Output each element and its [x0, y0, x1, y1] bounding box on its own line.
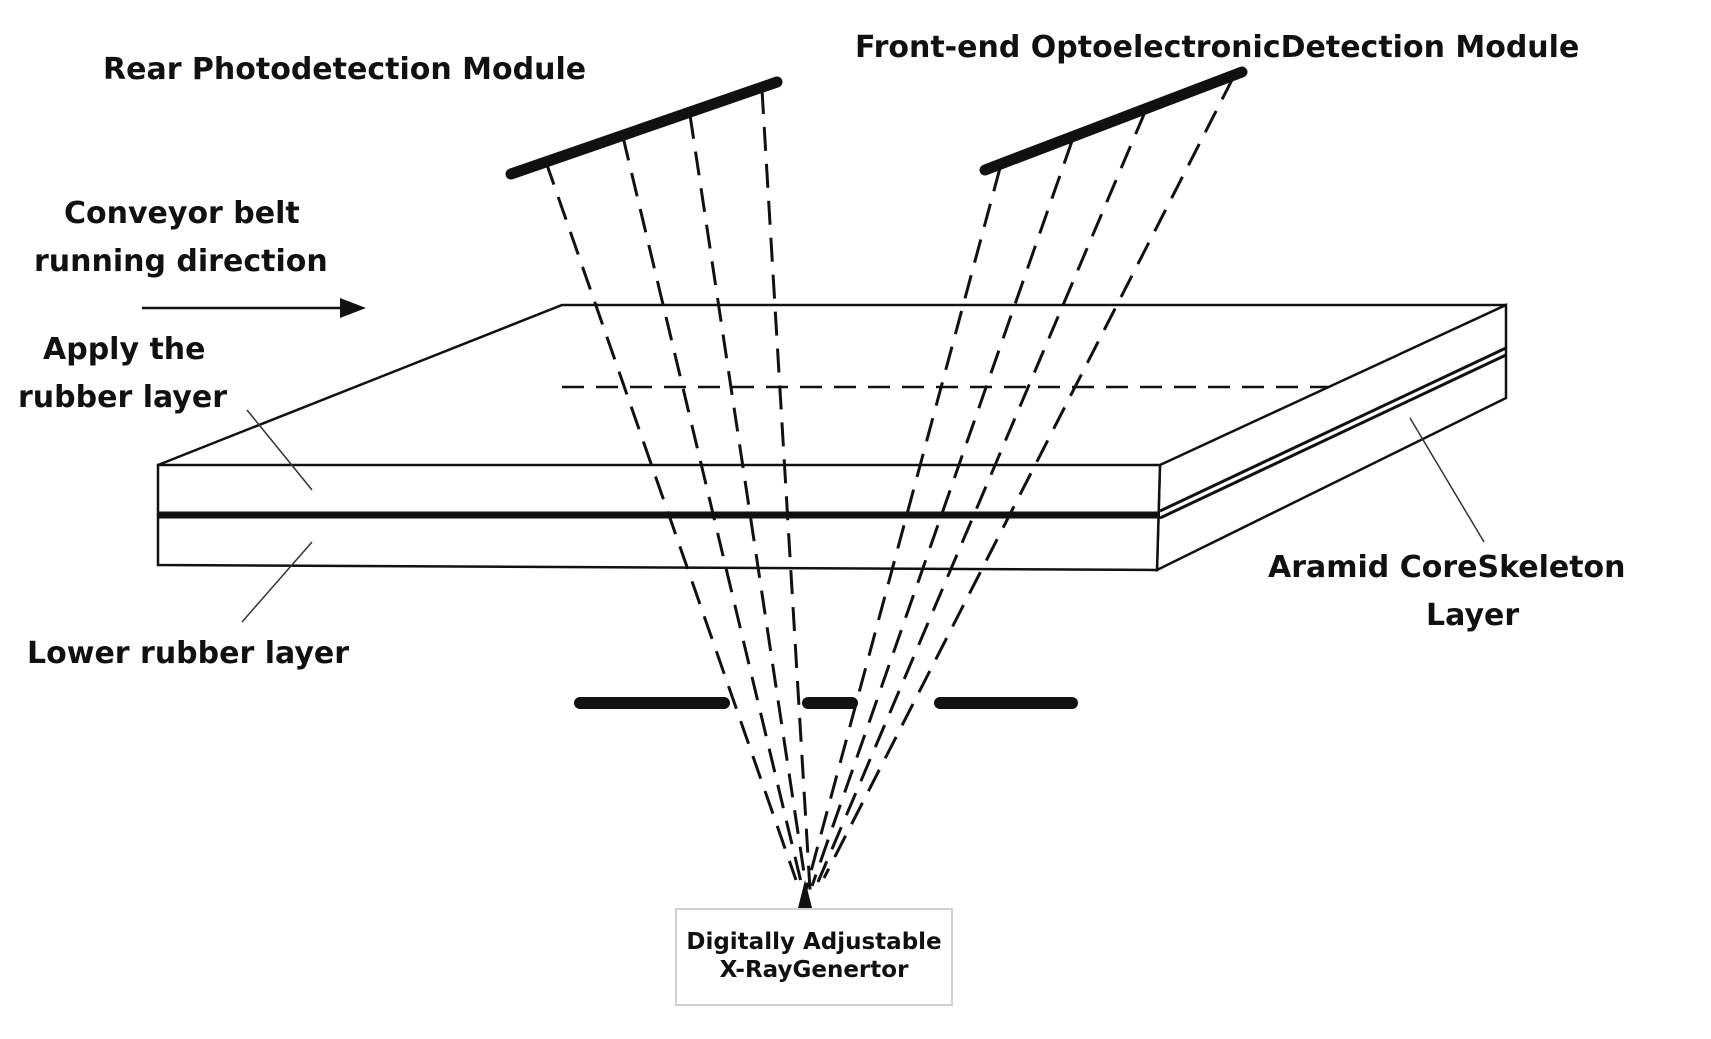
- lower-rubber-label: Lower rubber layer: [27, 636, 350, 671]
- rear-beam: [760, 89, 812, 891]
- aramid-label-line1: Aramid CoreSkeleton: [1268, 550, 1626, 585]
- aramid-core-side-a: [1159, 346, 1507, 513]
- upper-rubber-label-line2: rubber layer: [18, 380, 227, 415]
- upper-rubber-label-line1: Apply the: [43, 332, 206, 367]
- front-beam: [822, 77, 1235, 879]
- front-fan-beams: [804, 77, 1235, 891]
- front-beam: [804, 167, 1002, 891]
- rear-beam: [688, 114, 808, 887]
- front-beam: [810, 140, 1074, 887]
- leader-upper-rubber: [246, 409, 313, 491]
- generator-label-line2: X-RayGenertor: [719, 957, 909, 983]
- rear-module-label: Rear Photodetection Module: [103, 52, 587, 87]
- generator-label-line1: Digitally Adjustable: [686, 929, 942, 956]
- front-beam: [816, 111, 1147, 883]
- rear-detector-bar: [505, 76, 783, 180]
- leader-aramid: [1409, 417, 1485, 543]
- xray-source-point: [798, 880, 812, 908]
- rear-fan-beams: [544, 89, 812, 891]
- front-module-label: Front-end OptoelectronicDetection Module: [855, 30, 1580, 65]
- leader-lower-rubber: [241, 541, 313, 623]
- direction-label-line2: running direction: [34, 244, 328, 279]
- front-detector-bar: [979, 66, 1248, 176]
- aramid-label-line2: Layer: [1426, 598, 1520, 633]
- rear-beam: [621, 136, 803, 883]
- xray-generator-box: Digitally Adjustable X-RayGenertor: [675, 908, 953, 1006]
- direction-label-line1: Conveyor belt: [64, 196, 300, 231]
- aramid-core-side-b: [1159, 353, 1507, 520]
- rear-beam: [544, 161, 798, 881]
- direction-arrow-head: [340, 298, 366, 318]
